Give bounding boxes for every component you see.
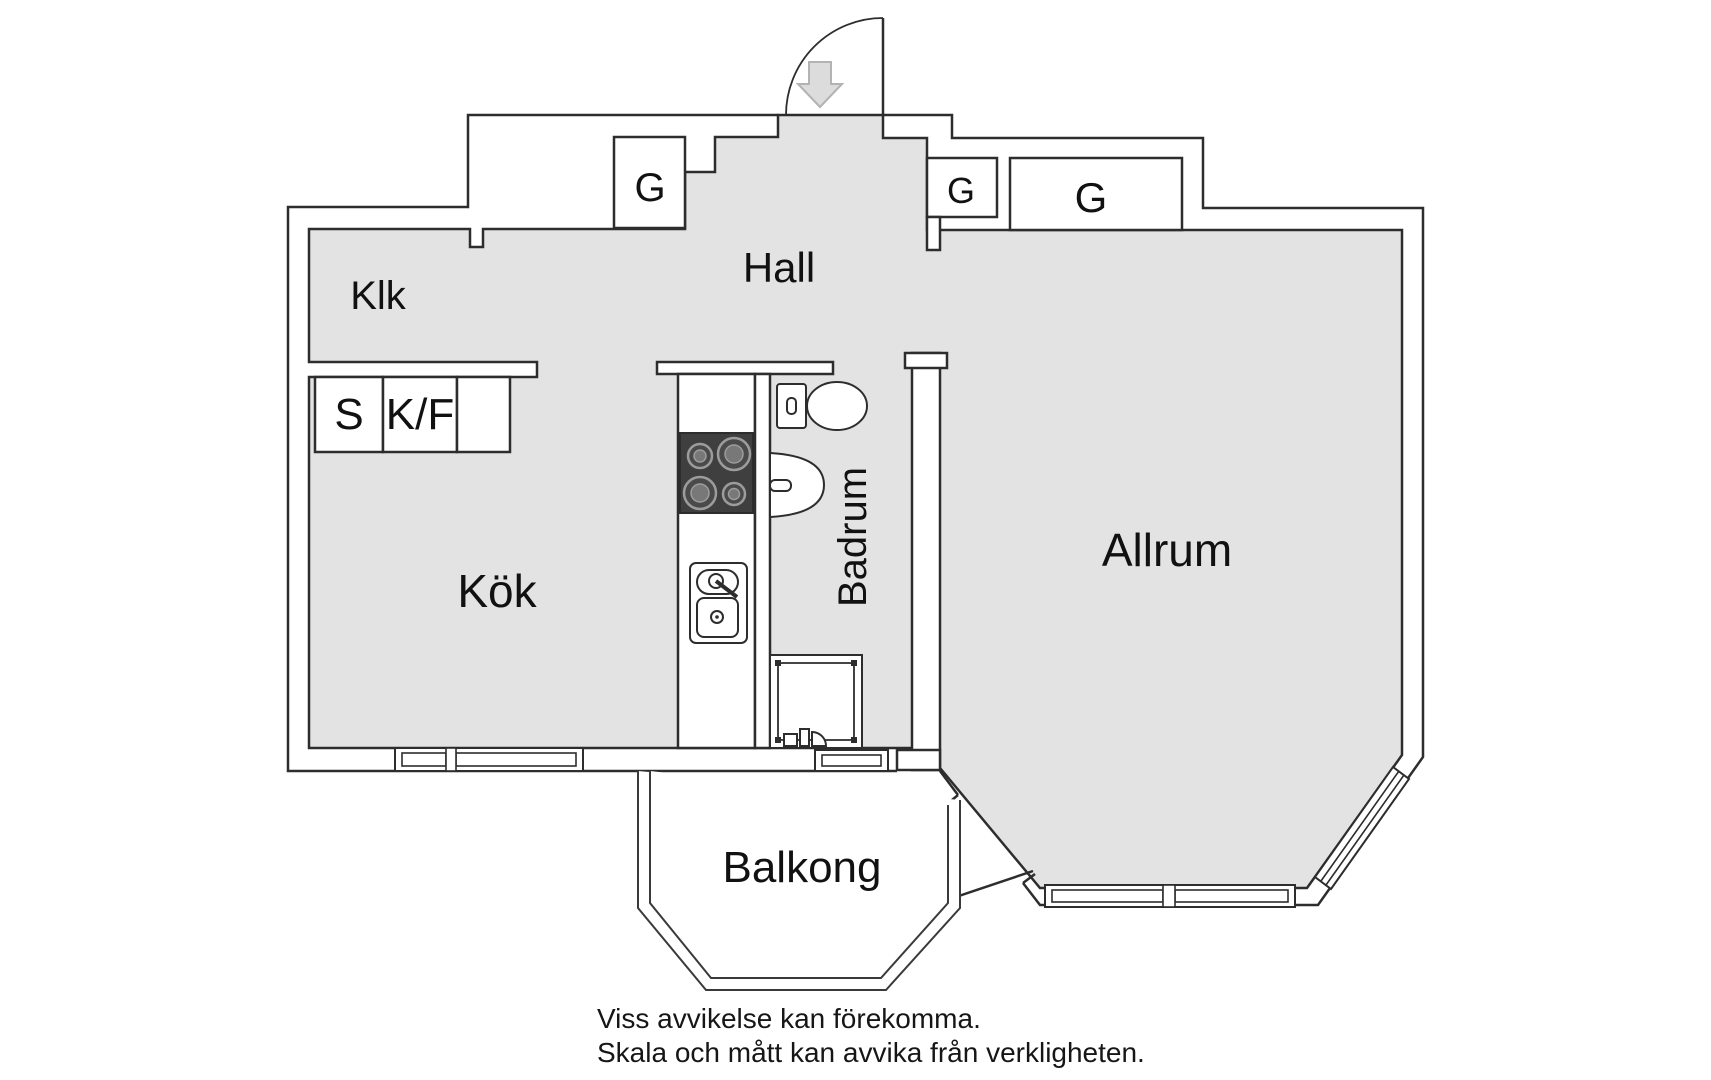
shower-corner: [775, 660, 781, 666]
room-label-balkong: Balkong: [722, 843, 881, 892]
burner-icon: [724, 444, 744, 464]
burner-icon: [727, 487, 741, 501]
shower-corner: [775, 737, 781, 743]
shower-mixer: [783, 733, 798, 747]
bathroom-window: [814, 749, 889, 772]
balcony-door-jamb-lower: [1022, 873, 1036, 884]
shower-handle: [799, 728, 810, 747]
entry-arrow-icon: [795, 61, 845, 109]
cabinet-label-s: S: [334, 390, 363, 439]
room-label-kok: Kök: [457, 565, 537, 617]
wardrobe-label-right: G: [1075, 174, 1108, 221]
kitchen-window: [394, 747, 584, 772]
cabinet-label-kf: K/F: [386, 390, 454, 439]
wardrobe-right-box: [1008, 156, 1184, 232]
bathroom-tap-icon: [769, 479, 792, 492]
cabinet-s-box: [313, 375, 385, 454]
wardrobe-label-left: G: [634, 166, 665, 210]
disclaimer-line-1: Viss avvikelse kan förekomma.: [597, 1003, 981, 1034]
room-label-hall: Hall: [743, 244, 815, 291]
room-label-badrum: Badrum: [831, 467, 875, 607]
bay-window: [1313, 765, 1411, 891]
wardrobe-mid-box: [925, 156, 999, 219]
kitchen-counter-cap-wall: [655, 360, 835, 376]
outer-wall-left: [286, 113, 897, 773]
burner-icon: [693, 449, 707, 463]
cabinet-kf-box: [381, 375, 459, 454]
cabinet-empty-box: [455, 375, 512, 454]
wardrobe-label-mid: G: [947, 170, 975, 211]
faucet-lever: [714, 579, 739, 599]
bathroom-sink: [769, 451, 826, 519]
toilet-bowl: [806, 381, 868, 431]
toilet: [776, 381, 868, 431]
toilet-button: [786, 397, 797, 415]
shower-corner: [851, 737, 857, 743]
disclaimer-line-2: Skala och mått kan avvika från verklighe…: [597, 1037, 1145, 1068]
drain-dot: [715, 615, 719, 619]
bathroom-left-wall: [753, 372, 772, 750]
shower: [769, 654, 863, 749]
allrum-partition-foot: [895, 748, 942, 772]
stove: [679, 432, 754, 514]
room-label-klk: Klk: [350, 274, 407, 318]
kitchen-sink: [689, 562, 748, 644]
wardrobe-left-box: [612, 135, 687, 230]
room-label-allrum: Allrum: [1102, 524, 1232, 576]
allrum-window: [1044, 884, 1296, 908]
shower-corner: [851, 660, 857, 666]
allrum-partition-wall: [910, 351, 942, 772]
entrance-door: [785, 17, 885, 116]
shower-fan: [811, 730, 828, 747]
entrance-door-swing-arc: [785, 17, 884, 116]
allrum-partition-cap: [903, 351, 949, 370]
kitchen-counter: [676, 372, 757, 750]
wardrobe-mid-stub-wall: [925, 215, 942, 252]
burner-icon: [690, 483, 710, 503]
balcony-railing: [637, 771, 961, 991]
